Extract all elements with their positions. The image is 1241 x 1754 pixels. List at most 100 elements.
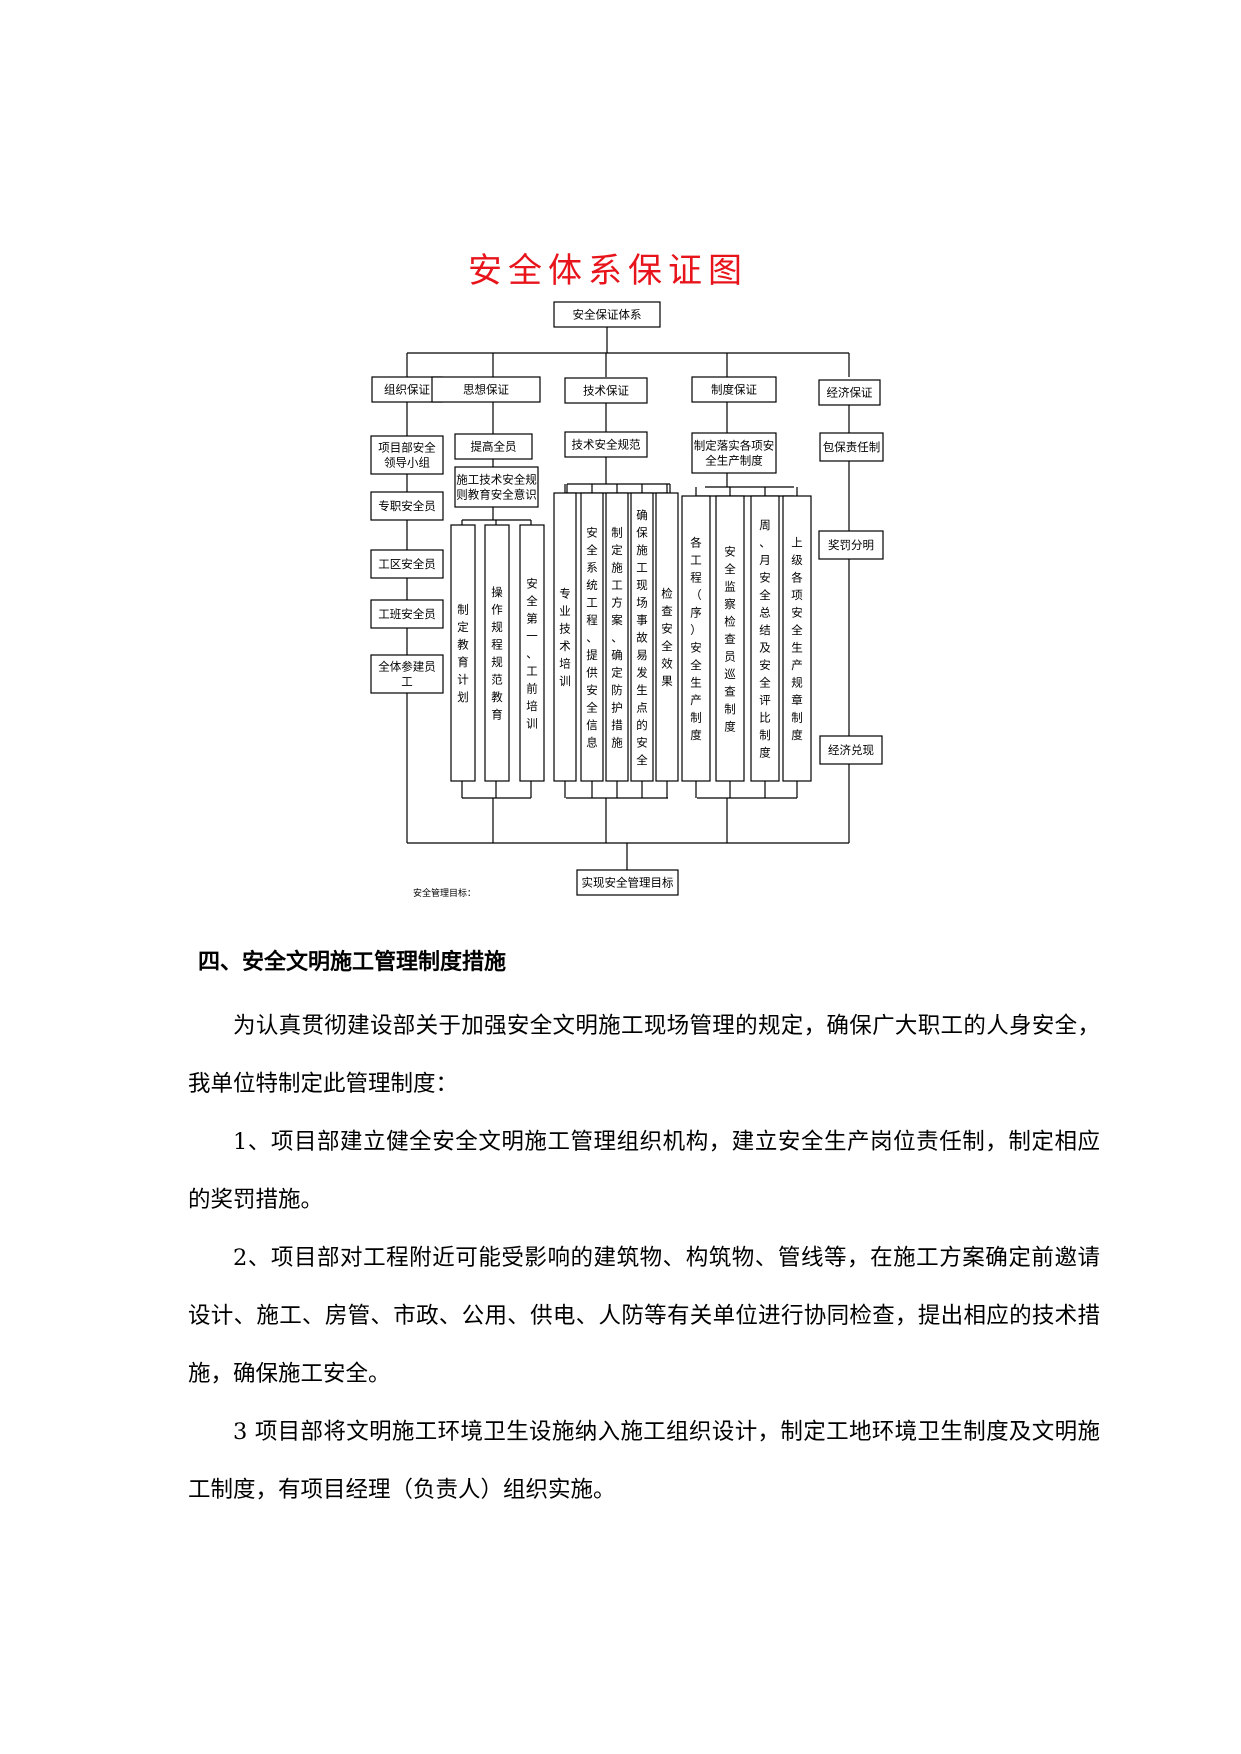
regulation-vbox-2-char: 察 — [724, 597, 736, 611]
economy-item-1: 包保责任制 — [819, 432, 884, 462]
regulation-vbox-3-char: 及 — [759, 641, 771, 655]
header-box-1-label: 组织保证 — [384, 383, 430, 397]
tech-vbox-2-char: 工 — [586, 595, 598, 609]
regulation-vbox-3-char: 月 — [759, 553, 771, 567]
regulation-vbox-1-char: 生 — [690, 676, 702, 690]
tech-vbox-2-char: 全 — [586, 700, 598, 714]
regulation-vbox-2-char: 员 — [724, 649, 736, 663]
tech-vbox-4-char: 确 — [636, 508, 648, 522]
org-item-2-label: 专职安全员 — [378, 499, 436, 513]
ideology-vbox-3-char: 安 — [526, 576, 538, 590]
org-item-3-label: 工区安全员 — [378, 557, 436, 571]
regulation-vbox-4-char: 各 — [791, 571, 803, 585]
regulation-vbox-2-char: 查 — [724, 632, 736, 646]
tech-vbox-1-char: 专 — [559, 587, 571, 601]
regulation-vbox-1-char: 度 — [690, 728, 702, 742]
tech-vbox-4-char: 的 — [636, 718, 648, 732]
tech-vbox-2-char: 提 — [586, 648, 598, 662]
tech-vbox-5-char: 全 — [661, 639, 673, 653]
economy-item-1-label: 包保责任制 — [823, 440, 881, 454]
tech-vbox-4-char: 施 — [636, 543, 648, 557]
tech-vbox-2-char: 息 — [586, 735, 598, 749]
regulation-vbox-1-char: 各 — [690, 536, 702, 550]
regulation-vbox-3-char: 评 — [759, 693, 771, 707]
org-item-1-label: 项目部安全 — [378, 441, 436, 455]
tech-vbox-5-char: 查 — [661, 604, 673, 618]
tech-vbox-4-char: 易 — [636, 648, 648, 662]
regulation-vbox-3-char: 制 — [759, 728, 771, 742]
tech-vbox-3-char: 定 — [611, 543, 623, 557]
ideology-vbox-3-char: 第 — [526, 611, 538, 625]
regulation-vbox-1-char: 工 — [690, 553, 702, 567]
paragraph-2: 2、项目部对工程附近可能受影响的建筑物、构筑物、管线等，在施工方案确定前邀请设计… — [188, 1245, 1100, 1387]
tech-vbox-4-char: 现 — [636, 578, 648, 592]
regulation-vbox-4-char: 规 — [791, 676, 803, 690]
regulation-vbox-3-char: 、 — [759, 536, 771, 550]
tech-vbox-5-char: 安 — [661, 622, 673, 636]
ideology-vbox-3-char: 、 — [526, 646, 538, 660]
tech-vbox-3-char: 施 — [611, 560, 623, 574]
tech-vbox-2-char: 供 — [586, 665, 598, 679]
regulation-vbox-1-char: （ — [690, 588, 702, 602]
ideology-vbox-1-char: 划 — [457, 690, 469, 704]
ideology-sub2-box-label: 施工技术安全规 — [456, 473, 537, 487]
regulation-vbox-3-char: 安 — [759, 658, 771, 672]
diagram-connectors — [406, 327, 850, 870]
header-box-4-label: 制度保证 — [711, 383, 757, 397]
tech-vbox-4-char: 故 — [636, 630, 648, 644]
tech-vbox-2-char: 安 — [586, 683, 598, 697]
tech-vbox-3-char: 、 — [611, 630, 623, 644]
tech-vbox-4-char: 场 — [636, 595, 648, 609]
regulation-vbox-3-char: 度 — [759, 746, 771, 760]
regulation-vbox-4-char: 项 — [791, 588, 803, 602]
regulation-vbox-1-char: 程 — [690, 571, 702, 585]
regulation-vbox-3-char: 比 — [759, 711, 771, 725]
regulation-vbox-3-char: 总 — [759, 606, 771, 620]
org-item-2: 专职安全员 — [370, 491, 444, 521]
regulation-vbox-1-char: 序 — [690, 606, 702, 620]
economy-item-3-label: 经济兑现 — [828, 743, 874, 757]
tech-vbox-1-char: 培 — [559, 657, 571, 671]
header-box-3-label: 技术保证 — [583, 384, 629, 398]
tech-vbox-2-char: 信 — [586, 718, 598, 732]
tech-vbox-2-char: 统 — [586, 578, 598, 592]
header-box-3: 技术保证 — [564, 377, 648, 404]
regulation-vbox-1-char: 安 — [690, 641, 702, 655]
ideology-vbox-3-char: 全 — [526, 594, 538, 608]
ideology-vbox-2-char: 育 — [491, 708, 503, 722]
tech-vbox-2-char: 全 — [586, 543, 598, 557]
diagram-boxes: 安全保证体系组织保证思想保证技术保证制度保证经济保证项目部安全领导小组专职安全员… — [370, 301, 884, 896]
tech-vbox-1-char: 术 — [559, 639, 571, 653]
regulation-vbox-3-char: 全 — [759, 676, 771, 690]
header-box-2-label: 思想保证 — [463, 383, 509, 397]
tech-vbox-3-char: 方 — [611, 595, 623, 609]
regulation-vbox-4-char: 产 — [791, 658, 803, 672]
regulation-vbox-2-char: 制 — [724, 702, 736, 716]
org-item-4-label: 工班安全员 — [378, 607, 436, 621]
regulation-vbox-2-char: 检 — [724, 614, 736, 628]
tech-vbox-5-char: 果 — [661, 674, 673, 688]
ideology-vbox-1-char: 定 — [457, 620, 469, 634]
regulation-vbox-1-char: 全 — [690, 658, 702, 672]
ideology-vbox-1-char: 育 — [457, 655, 469, 669]
paragraph-intro: 为认真贯彻建设部关于加强安全文明施工现场管理的规定，确保广大职工的人身安全，我单… — [188, 1013, 1100, 1097]
regulation-vbox-4-char: 全 — [791, 623, 803, 637]
ideology-vbox-2-char: 范 — [491, 673, 503, 687]
regulation-vbox-2-char: 安 — [724, 544, 736, 558]
regulation-sub-box-label: 制定落实各项安 — [694, 439, 775, 453]
tech-vbox-4-char: 点 — [636, 700, 648, 714]
tech-vbox-4-char: 安 — [636, 735, 648, 749]
header-box-2: 思想保证 — [431, 376, 541, 403]
tech-vbox-3-char: 制 — [611, 525, 623, 539]
ideology-vbox-2-char: 作 — [491, 603, 503, 617]
